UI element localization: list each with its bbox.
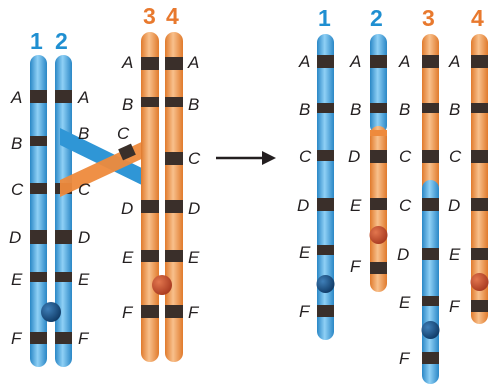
before-chr4-label-B: B [188, 95, 199, 114]
before-crossover-blue [60, 128, 150, 189]
after-chromosome-2 [369, 34, 388, 292]
before-group: 1 2 3 4 [9, 3, 201, 367]
after-chromosome-1-number: 1 [318, 5, 331, 31]
arrow-icon [216, 151, 276, 165]
after-chr2-label-B: B [350, 100, 361, 119]
after-chr3-label-B: B [399, 100, 410, 119]
before-chromosome-2-number: 2 [55, 28, 68, 54]
after-chr2-label-A: A [349, 52, 361, 71]
after-chr3-label-C: C [399, 147, 412, 166]
before-chromosome-1-number: 1 [30, 28, 43, 54]
after-chr1-label-B: B [299, 100, 310, 119]
before-chr1-label-E: E [11, 270, 23, 289]
before-chr4-label-F: F [188, 303, 200, 322]
before-chr4-label-C: C [188, 149, 201, 168]
before-chromosome-3 [141, 32, 159, 362]
after-chromosome-4-number: 4 [471, 5, 484, 31]
after-chr1-label-E: E [299, 243, 311, 262]
before-chr1-label-F: F [11, 329, 23, 348]
after-chr4-label-D: D [448, 196, 460, 215]
after-chromosome-4 [470, 34, 489, 324]
before-chr4-label-A: A [187, 53, 199, 72]
before-chromosome-2 [55, 55, 72, 367]
after-chr2-label-F: F [350, 257, 362, 276]
before-chr3-label-F: F [122, 303, 134, 322]
after-chromosome-1 [316, 34, 335, 340]
after-chromosome-2-number: 2 [370, 5, 383, 31]
after-chr4-label-C: C [449, 147, 462, 166]
after-chr4-label-B: B [449, 100, 460, 119]
after-chr3-label-D: D [397, 245, 409, 264]
before-chr3-label-A: A [121, 53, 133, 72]
before-chromosome-4 [165, 32, 183, 362]
before-chr3-label-E: E [122, 248, 134, 267]
before-chr1-label-C: C [11, 180, 24, 199]
after-chr2-label-D: D [348, 147, 360, 166]
before-chr1-label-D: D [9, 228, 21, 247]
after-chr2-label-E: E [350, 196, 362, 215]
after-chr3-label-C2: C [399, 196, 412, 215]
before-chr3-label-C: C [117, 124, 130, 143]
before-chr2-label-D: D [78, 228, 90, 247]
after-chr1-label-D: D [297, 196, 309, 215]
before-chromosome-4-number: 4 [166, 3, 179, 29]
before-chr1-label-A: A [10, 88, 22, 107]
after-chromosome-3-number: 3 [422, 5, 435, 31]
after-chr4-label-F: F [449, 297, 461, 316]
before-chr2-label-E: E [78, 270, 90, 289]
before-chr2-label-C: C [78, 180, 91, 199]
after-chr3-label-E: E [399, 293, 411, 312]
before-chr1-label-B: B [11, 134, 22, 153]
after-chr1-label-F: F [299, 302, 311, 321]
after-chr4-label-A: A [448, 52, 460, 71]
before-chr2-label-A: A [77, 88, 89, 107]
after-chr1-label-C: C [299, 147, 312, 166]
before-chr4-label-D: D [188, 199, 200, 218]
after-group: 1 2 3 4 [297, 5, 489, 384]
before-chr2-label-B: B [78, 124, 89, 143]
before-chr4-label-E: E [188, 248, 200, 267]
before-centromere-blue [41, 302, 61, 322]
after-chr1-label-A: A [298, 52, 310, 71]
after-chr3-label-F: F [399, 349, 411, 368]
after-chromosome-3 [421, 34, 440, 384]
after-chr3-label-A: A [398, 52, 410, 71]
before-chr2-label-F: F [78, 329, 90, 348]
before-chr3-label-B: B [122, 95, 133, 114]
after-chr4-label-E: E [449, 245, 461, 264]
before-centromere-orange [152, 275, 172, 295]
before-chromosome-1 [30, 55, 47, 367]
before-chr3-label-D: D [121, 199, 133, 218]
before-chromosome-3-number: 3 [143, 3, 156, 29]
